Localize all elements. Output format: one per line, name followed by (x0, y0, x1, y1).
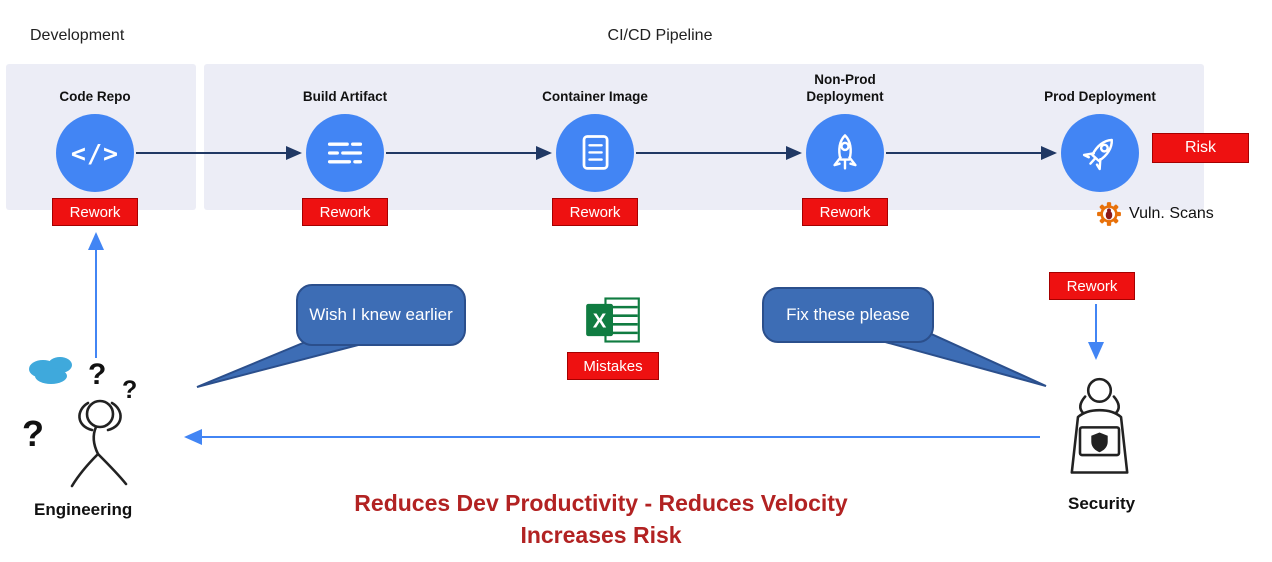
stage-label-build-artifact: Build Artifact (302, 89, 388, 105)
container-image-icon (582, 135, 609, 170)
svg-text:?: ? (22, 413, 44, 454)
vuln-scans-label: Vuln. Scans (1129, 205, 1214, 222)
rework-badge-build-artifact: Rework (302, 198, 388, 226)
svg-text:?: ? (122, 376, 137, 404)
security-label: Security (1068, 494, 1136, 513)
build-artifact-icon (327, 142, 363, 164)
gear-bug-icon (1097, 202, 1121, 226)
cicd-section-label: CI/CD Pipeline (607, 27, 713, 44)
rocket-launch-icon (1082, 138, 1113, 171)
engineering-figure: ? ? ? (18, 352, 188, 502)
question-marks: ? ? ? (22, 358, 137, 454)
code-icon: </> (70, 138, 120, 168)
vuln-scans-row: Vuln. Scans (1096, 201, 1214, 227)
stage-label-container-image: Container Image (542, 89, 648, 105)
rework-badge-code-repo: Rework (52, 198, 138, 226)
rework-badge-security: Rework (1049, 272, 1135, 300)
rework-badge-container-image: Rework (552, 198, 638, 226)
rework-badge-non-prod: Rework (802, 198, 888, 226)
stage-circle-prod-deployment (1061, 114, 1139, 192)
confused-stick-figure (70, 399, 128, 488)
svg-text:?: ? (88, 358, 106, 391)
stage-label-code-repo: Code Repo (59, 89, 131, 105)
footer-line-1: Reduces Dev Productivity - Reduces Veloc… (354, 490, 848, 516)
stage-label-prod-deployment: Prod Deployment (1044, 89, 1156, 105)
svg-text:X: X (593, 311, 607, 333)
engineering-speech-bubble: Wish I knew earlier (296, 284, 466, 346)
development-section-label: Development (30, 27, 125, 44)
excel-spreadsheet-icon: X (584, 296, 642, 349)
stage-circle-code-repo: </> (56, 114, 134, 192)
risk-badge: Risk (1152, 133, 1249, 163)
rocket-outline-icon (833, 134, 857, 170)
stage-circle-container-image (556, 114, 634, 192)
footer-message: Reduces Dev Productivity - Reduces Veloc… (206, 488, 996, 551)
stage-circle-build-artifact (306, 114, 384, 192)
stage-label-non-prod-deployment: Non-Prod Deployment (806, 72, 884, 105)
shield-icon (1091, 432, 1108, 453)
security-figure (1052, 374, 1147, 497)
stage-circle-non-prod-deployment (806, 114, 884, 192)
mistakes-badge: Mistakes (567, 352, 659, 380)
security-speech-bubble: Fix these please (762, 287, 934, 343)
engineering-label: Engineering (34, 500, 133, 519)
thought-cloud-icon (29, 357, 72, 384)
footer-line-2: Increases Risk (520, 521, 682, 548)
